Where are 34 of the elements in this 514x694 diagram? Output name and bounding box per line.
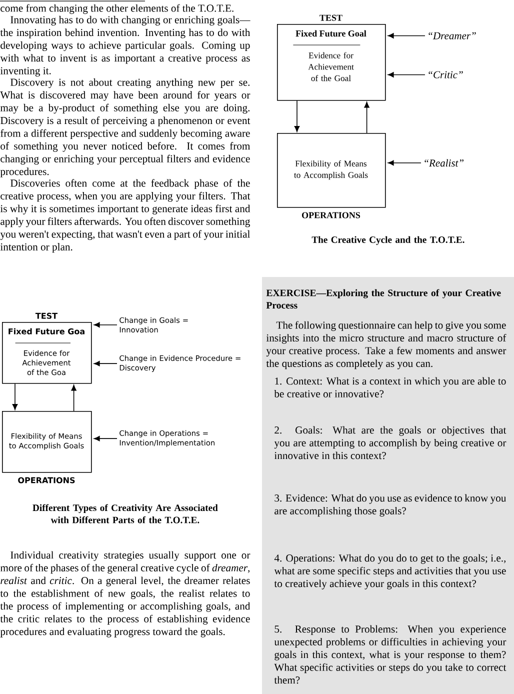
figure-caption: Different Types of Creativity Are Associated with Different Parts of the T.O.T.E. [32, 504, 218, 524]
arrow [71, 384, 76, 412]
exercise-panel [262, 277, 514, 694]
question: 5. Response to Problems: When you experience unexpected problems or difficulties in achieving your goals in this context, what is your response to them? What specific activities or steps do you take to correct them? [274, 625, 506, 684]
node-label: OPERATIONS [302, 212, 360, 218]
exercise-heading: EXERCISE—Exploring the Structure of your Creative Process [266, 289, 501, 309]
arrow [94, 322, 118, 328]
question: 3. Evidence: What do you use as evidence to know you are accomplishing those goals? [274, 494, 506, 517]
operations-box: Flexibility of Means to Accomplish Goals OPERATIONS [277, 133, 386, 218]
paragraph: Innovating has to do with changing or enriching goals—the inspiration behind invention. Inventing has to do with developing ways to achieve particular goals. Coming up with what to invent is as important a creative process as inventing it. [0, 16, 250, 76]
node-label: OPERATIONS [18, 477, 75, 484]
annotation-text: “Dreamer” [428, 32, 476, 40]
question: 4. Operations: What do you do to get to the goals; i.e., what are some specific steps and activities that you use to creatively achieve your goals in this context? [274, 554, 506, 590]
test-box: TEST Fixed Future Goal Evidence for Achievement of the Goal [277, 14, 386, 101]
arrow [94, 360, 118, 366]
arrow [388, 33, 426, 38]
question: 1. Context: What is a context in which you are able to be creative or innovative? [274, 377, 506, 398]
node-label: TEST [35, 312, 58, 319]
arrow [94, 436, 118, 442]
arrow [12, 383, 18, 410]
node-label: TEST [320, 14, 342, 21]
paragraph: Discoveries often come at the feedback phase of the creative process, when you are applying your filters. That is why it is sometimes important to generate ideas first and apply your filters afterwards. You often discover something you weren't expecting, that wasn't even a part of your initial intention or plan. [0, 179, 250, 253]
arrow [364, 102, 370, 134]
question: 2. Goals: What are the goals or objectives that you are attempting to accomplish by being creative or innovative in this context? [274, 426, 506, 460]
annotation-text: “Realist” [424, 159, 464, 167]
annotation-text: “Critic” [428, 71, 463, 78]
arrow [294, 100, 300, 132]
arrow [388, 160, 422, 166]
paragraph: Discovery is not about creating anything new per se. What is discovered may have been around for years or may be a by-product of something else you are doing. Discovery is a result of perceiving a phenomenon or event from a different perspective and suddenly becoming aware of something you never noticed before. It comes from changing or enriching your perceptual filters and evidence procedures. [0, 78, 250, 178]
figure-caption: The Creative Cycle and the T.O.T.E. [312, 236, 464, 245]
paragraph: come from changing the other elements of the T.O.T.E. [0, 4, 234, 14]
paragraph: The following questionnaire can help to give you some insights into the micro structure and macro structure of your creative process. Take a few moments and answer the questions as completely as you can. [266, 321, 506, 370]
arrow [388, 72, 426, 78]
paragraph: Individual creativity strategies usually support one or more of the phases of the general creative cycle of dreamer, realist and critic. On a general level, the dreamer relates to the establishment of new goals, the realist relates to the process of implementing or accomplishing goals, and the critic relates to the process of establishing evidence procedures and evaluating progress toward the goals. [0, 551, 250, 638]
